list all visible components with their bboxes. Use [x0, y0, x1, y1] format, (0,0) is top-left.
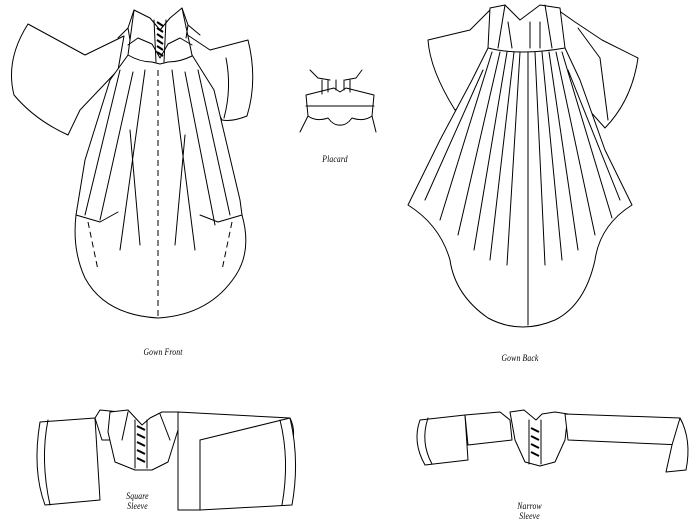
narrow-sleeve-right-cuff — [665, 417, 689, 473]
narrow-sleeve-label-line-2: Sleeve — [519, 511, 540, 521]
gown-back-drawing — [407, 4, 639, 328]
gown-front-label: Gown Front — [143, 347, 183, 357]
placard-label: Placard — [322, 154, 348, 164]
square-sleeve-label-line-2: Sleeve — [127, 501, 148, 511]
placard-piece — [305, 87, 375, 126]
gown-back-label: Gown Back — [501, 353, 539, 363]
narrow-sleeve-left-cuff — [416, 414, 469, 466]
square-sleeve-drawing — [36, 409, 297, 511]
gown-front-left-sleeve — [11, 23, 125, 136]
gown-front-right-sleeve — [179, 29, 254, 121]
gown-front-lacing — [156, 21, 164, 57]
narrow-sleeve-bodice — [509, 409, 569, 467]
placard-drawing — [299, 69, 377, 133]
square-sleeve-left-cuff — [36, 417, 101, 506]
gown-front-drawing — [11, 7, 254, 319]
narrow-sleeve-lacing — [530, 427, 540, 457]
gown-back-right-sleeve — [554, 7, 639, 129]
square-sleeve-lacing — [136, 425, 146, 463]
gown-front-body — [74, 7, 247, 319]
square-sleeve-label-line-1: Square — [126, 491, 149, 501]
narrow-sleeve-label-line-1: Narrow — [517, 501, 542, 511]
gown-back-body — [407, 4, 633, 328]
narrow-sleeve-drawing — [416, 409, 689, 473]
square-sleeve-right-cuff — [199, 417, 297, 511]
